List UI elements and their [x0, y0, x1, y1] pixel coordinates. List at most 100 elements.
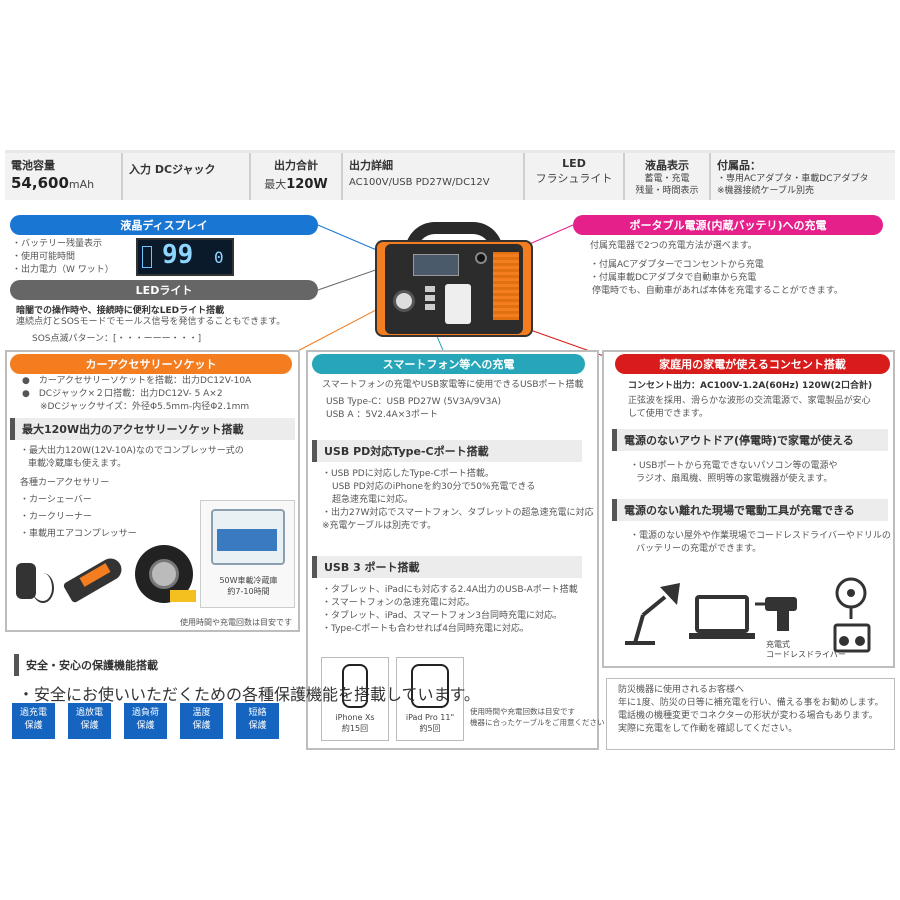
disaster-line1: 防災機器に使用されるお客様へ — [618, 685, 745, 695]
protect-temperature-l2: 保護 — [192, 721, 211, 731]
phone-pd-desc: ・USB PDに対応したType-Cポート搭載。 USB PD対応のiPhone… — [322, 468, 594, 533]
spec-detail: 出力詳細 AC100V/USB PD27W/DC12V — [343, 153, 525, 200]
car-note: 使用時間や充電回数は目安です — [180, 618, 292, 627]
lcd-items: ・バッテリー残量表示 ・使用可能時間 ・出力電力（W ワット） — [12, 238, 114, 277]
driver-caption1: 充電式 — [766, 640, 790, 649]
car-desc1: ・最大出力120W(12V-10A)なのでコンプレッサー式の — [20, 446, 244, 456]
spec-detail-value: AC100V/USB PD27W/DC12V — [349, 177, 490, 188]
home-tools-desc: ・電源のない屋外や作業現場でコードレスドライバーやドリルの バッテリーの充電がで… — [630, 530, 891, 556]
fan-icon — [835, 577, 867, 619]
driver-caption2: コードレスドライバー — [766, 650, 846, 659]
lcd-item-2: ・使用可能時間 — [12, 252, 76, 262]
spec-bar: 電池容量 54,600mAh 入力 DCジャック 出力合計 最大120W 出力詳… — [5, 150, 895, 200]
protect-shortcircuit-l1: 短絡 — [248, 708, 267, 718]
spec-total-out-label: 出力合計 — [274, 159, 318, 172]
spec-lcd-value1: 蓄電・充電 — [644, 174, 690, 184]
protect-desc: ・安全にお使いいただくための各種保護機能を搭載しています。 — [18, 685, 480, 704]
compressor-image — [170, 590, 196, 602]
disaster-desc: 防災機器に使用されるお客様へ 年に1度、防災の日等に補充電を行い、備える事をお勧… — [618, 684, 884, 736]
lcd-screen-small: 0 — [214, 248, 224, 267]
home-desc: コンセント出力：AC100V-1.2A(60Hz) 120W(2口合計) 正弦波… — [628, 378, 872, 421]
iphone-icon — [342, 664, 368, 708]
usb-ports — [425, 286, 435, 320]
car-sub-title: 最大120W出力のアクセサリーソケット搭載 — [10, 418, 295, 440]
protect-overload-l1: 過負荷 — [131, 708, 159, 718]
phone-line3: USB A ：5V2.4A×3ポート — [326, 410, 438, 420]
spec-lcd-label: 液晶表示 — [645, 159, 689, 172]
phone-pd-2: USB PD対応のiPhoneを約30分で50%充電できる — [332, 482, 536, 492]
led-title: LEDライト — [10, 280, 318, 300]
dc-input-shape — [475, 252, 487, 264]
car-cleaner-image — [60, 548, 128, 608]
led-line1: 暗闇での操作時や、接続時に便利なLEDライト搭載 — [16, 306, 225, 316]
car-desc: ・最大出力120W(12V-10A)なのでコンプレッサー式の 車載冷蔵庫も使えま… — [20, 445, 244, 541]
outlet-shape — [445, 284, 471, 324]
screen-shape — [413, 254, 459, 276]
desk-lamp-icon — [625, 583, 680, 645]
spec-total-out: 出力合計 最大120W — [251, 153, 343, 200]
phone-usb3-3: ・タブレット、iPad、スマートフォン3台同時充電に対応。 — [322, 611, 563, 621]
disaster-line4: 実際に充電をして作動を確認してください。 — [618, 724, 798, 734]
protect-overdischarge: 過放電 保護 — [68, 703, 111, 739]
ipad-count: 約5回 — [419, 724, 441, 733]
car-list-2: ・カークリーナー — [20, 512, 93, 522]
protect-overcharge-l1: 過充電 — [19, 708, 47, 718]
led-desc: 暗闇での操作時や、接続時に便利なLEDライト搭載 連続点灯とSOSモードでモール… — [16, 303, 285, 346]
spec-detail-label: 出力詳細 — [349, 159, 393, 172]
car-desc2: 車載冷蔵庫も使えます。 — [28, 459, 127, 469]
phone-usb3-1: ・タブレット、iPadにも対応する2.4A出力のUSB-Aポート搭載 — [322, 585, 578, 595]
led-line2: 連続点灯とSOSモードでモールス信号を発信することもできます。 — [16, 317, 286, 327]
home-desc2: して使用できます。 — [628, 409, 708, 419]
protect-overcharge: 過充電 保護 — [12, 703, 55, 739]
car-line1: ● カーアクセサリーソケットを搭載：出力DC12V-10A — [22, 376, 252, 386]
phone-note: 使用時間や充電回数は目安です 機器に合ったケーブルをご用意ください — [470, 706, 605, 728]
spec-led-value: フラシュライト — [535, 172, 613, 185]
car-line3: ※DCジャックサイズ：外径Φ5.5mm-内径Φ2.1mm — [40, 402, 250, 412]
spec-led-label: LED — [562, 157, 586, 170]
phone-pd-4: ・出力27W対応でスマートフォン、タブレットの超急速充電に対応 — [322, 508, 594, 518]
iphone-count: 約15回 — [341, 724, 369, 733]
protect-overload: 過負荷 保護 — [124, 703, 167, 739]
lcd-item-1: ・バッテリー残量表示 — [12, 239, 103, 249]
ipad-name: iPad Pro 11" — [405, 713, 455, 722]
phone-title: スマートフォン等への充電 — [312, 354, 585, 374]
vent-shape — [493, 252, 519, 320]
phone-pd-1: ・USB PDに対応したType-Cポート搭載。 — [322, 469, 494, 479]
disaster-line2: 年に1度、防災の日等に補充電を行い、備える事をお勧めします。 — [618, 698, 884, 708]
led-line3: SOS点滅パターン：[・・・ーーー・・・] — [32, 334, 202, 344]
home-tools-title: 電源のない離れた現場で電動工具が充電できる — [612, 499, 888, 521]
spec-lcd-value2: 残量・時間表示 — [635, 186, 699, 196]
cordless-driver-icon — [755, 597, 797, 631]
power-station-image — [375, 222, 533, 337]
phone-usb3-4: ・Type-Cポートも合わせれば4台同時充電に対応。 — [322, 624, 529, 634]
spec-total-out-value: 120W — [286, 177, 328, 192]
car-socket-shape — [393, 290, 415, 312]
phone-note1: 使用時間や充電回数は目安です — [470, 707, 575, 716]
lcd-title: 液晶ディスプレイ — [10, 215, 318, 235]
home-outdoor-title: 電源のないアウトドア(停電時)で家電が使える — [612, 429, 888, 451]
protect-overcharge-l2: 保護 — [24, 721, 43, 731]
portable-line4: 停電時でも、自動車があれば本体を充電することができます。 — [592, 286, 843, 296]
home-desc1: 正弦波を採用、滑らかな波形の交流電源で、家電製品が安心 — [628, 396, 871, 406]
iphone-name: iPhone Xs — [335, 713, 375, 722]
home-outlet: コンセント出力：AC100V-1.2A(60Hz) 120W(2口合計) — [628, 381, 873, 391]
portable-line3: ・付属車載DCアダプタで自動車から充電 — [590, 273, 757, 283]
ipad-card: iPad Pro 11" 約5回 — [396, 657, 464, 741]
spec-led: LED フラシュライト — [525, 153, 625, 200]
car-list-1: ・カーシェーバー — [20, 495, 92, 505]
home-title: 家庭用の家電が使えるコンセント搭載 — [615, 354, 890, 374]
protect-overdischarge-l1: 過放電 — [75, 708, 103, 718]
car-shaver-image — [14, 555, 54, 610]
phone-line2: USB Type-C：USB PD27W (5V3A/9V3A) — [326, 397, 502, 407]
spec-lcd: 液晶表示 蓄電・充電 残量・時間表示 — [625, 153, 711, 200]
portable-line1: 付属充電器で2つの充電方法が選べます。 — [590, 241, 757, 251]
spec-acc-label: 付属品： — [717, 159, 761, 172]
protect-overload-l2: 保護 — [136, 721, 155, 731]
spec-input-label: 入力 DCジャック — [129, 163, 216, 176]
lcd-item-3: ・出力電力（W ワット） — [12, 265, 114, 275]
protect-temperature-l1: 温度 — [192, 708, 211, 718]
portable-desc: 付属充電器で2つの充電方法が選べます。 ・付属ACアダプターでコンセントから充電… — [590, 240, 843, 298]
phone-usb3-title: USB 3 ポート搭載 — [312, 556, 582, 578]
lcd-screen-value: 99 — [162, 240, 194, 270]
home-outdoor-desc: ・USBポートから充電できないパソコン等の電源や ラジオ、扇風機、照明等の家電機… — [630, 460, 837, 486]
